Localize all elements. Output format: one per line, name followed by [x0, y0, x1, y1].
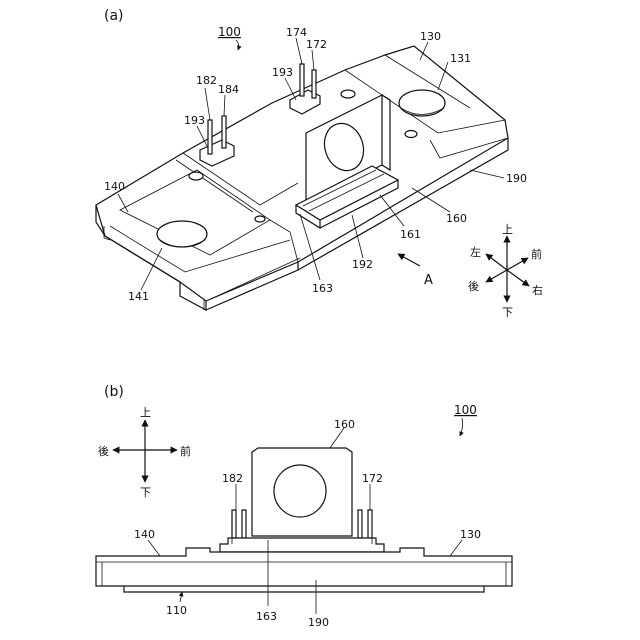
- panel-b-label: (b): [104, 384, 124, 400]
- ref-140-b: 140: [134, 528, 155, 541]
- side-view-body: [96, 448, 512, 592]
- panel-a-label: (a): [104, 8, 124, 24]
- dir-down-a: 下: [502, 306, 513, 319]
- ref-182-a: 182: [196, 74, 217, 87]
- dir-front-a: 前: [531, 247, 542, 261]
- ref-172-a: 172: [306, 38, 327, 51]
- dir-left-a: 左: [470, 246, 481, 259]
- dir-up-a: 上: [502, 223, 513, 236]
- ref-190-a: 190: [506, 172, 527, 185]
- view-arrow-label: A: [424, 273, 433, 288]
- direction-indicator-b: 上 下 後 前: [98, 406, 191, 499]
- ref-163-a: 163: [312, 282, 333, 295]
- direction-indicator-a: 上 下 左 右 前 後: [468, 223, 543, 319]
- ref-172-b: 172: [362, 472, 383, 485]
- ref-192-a: 192: [352, 258, 373, 271]
- ref-160-a: 160: [446, 212, 467, 225]
- ref-140-a: 140: [104, 180, 125, 193]
- dir-back-b: 後: [98, 444, 109, 458]
- ref-193-a2: 193: [184, 114, 205, 127]
- panel-b-title-ref: 100: [454, 403, 477, 417]
- ref-193-a1: 193: [272, 66, 293, 79]
- ref-174-a: 174: [286, 26, 307, 39]
- ref-110-b: 110: [166, 604, 187, 617]
- dir-down-b: 下: [140, 486, 151, 499]
- panel-b: (b) 100 上 下 後 前: [96, 384, 512, 629]
- ref-184-a: 184: [218, 83, 239, 96]
- ref-161-a: 161: [400, 228, 421, 241]
- dir-up-b: 上: [140, 406, 151, 419]
- panel-a-title-ref: 100: [218, 25, 241, 39]
- dir-front-b: 前: [180, 444, 191, 458]
- ref-190-b: 190: [308, 616, 329, 629]
- dir-back-a: 後: [468, 279, 479, 293]
- ref-182-b: 182: [222, 472, 243, 485]
- panel-a: (a) 100: [96, 8, 543, 319]
- ref-160-b: 160: [334, 418, 355, 431]
- ref-131-a: 131: [450, 52, 471, 65]
- ref-130-a: 130: [420, 30, 441, 43]
- ref-163-b: 163: [256, 610, 277, 623]
- ref-130-b: 130: [460, 528, 481, 541]
- dir-right-a: 右: [532, 283, 543, 297]
- ref-141-a: 141: [128, 290, 149, 303]
